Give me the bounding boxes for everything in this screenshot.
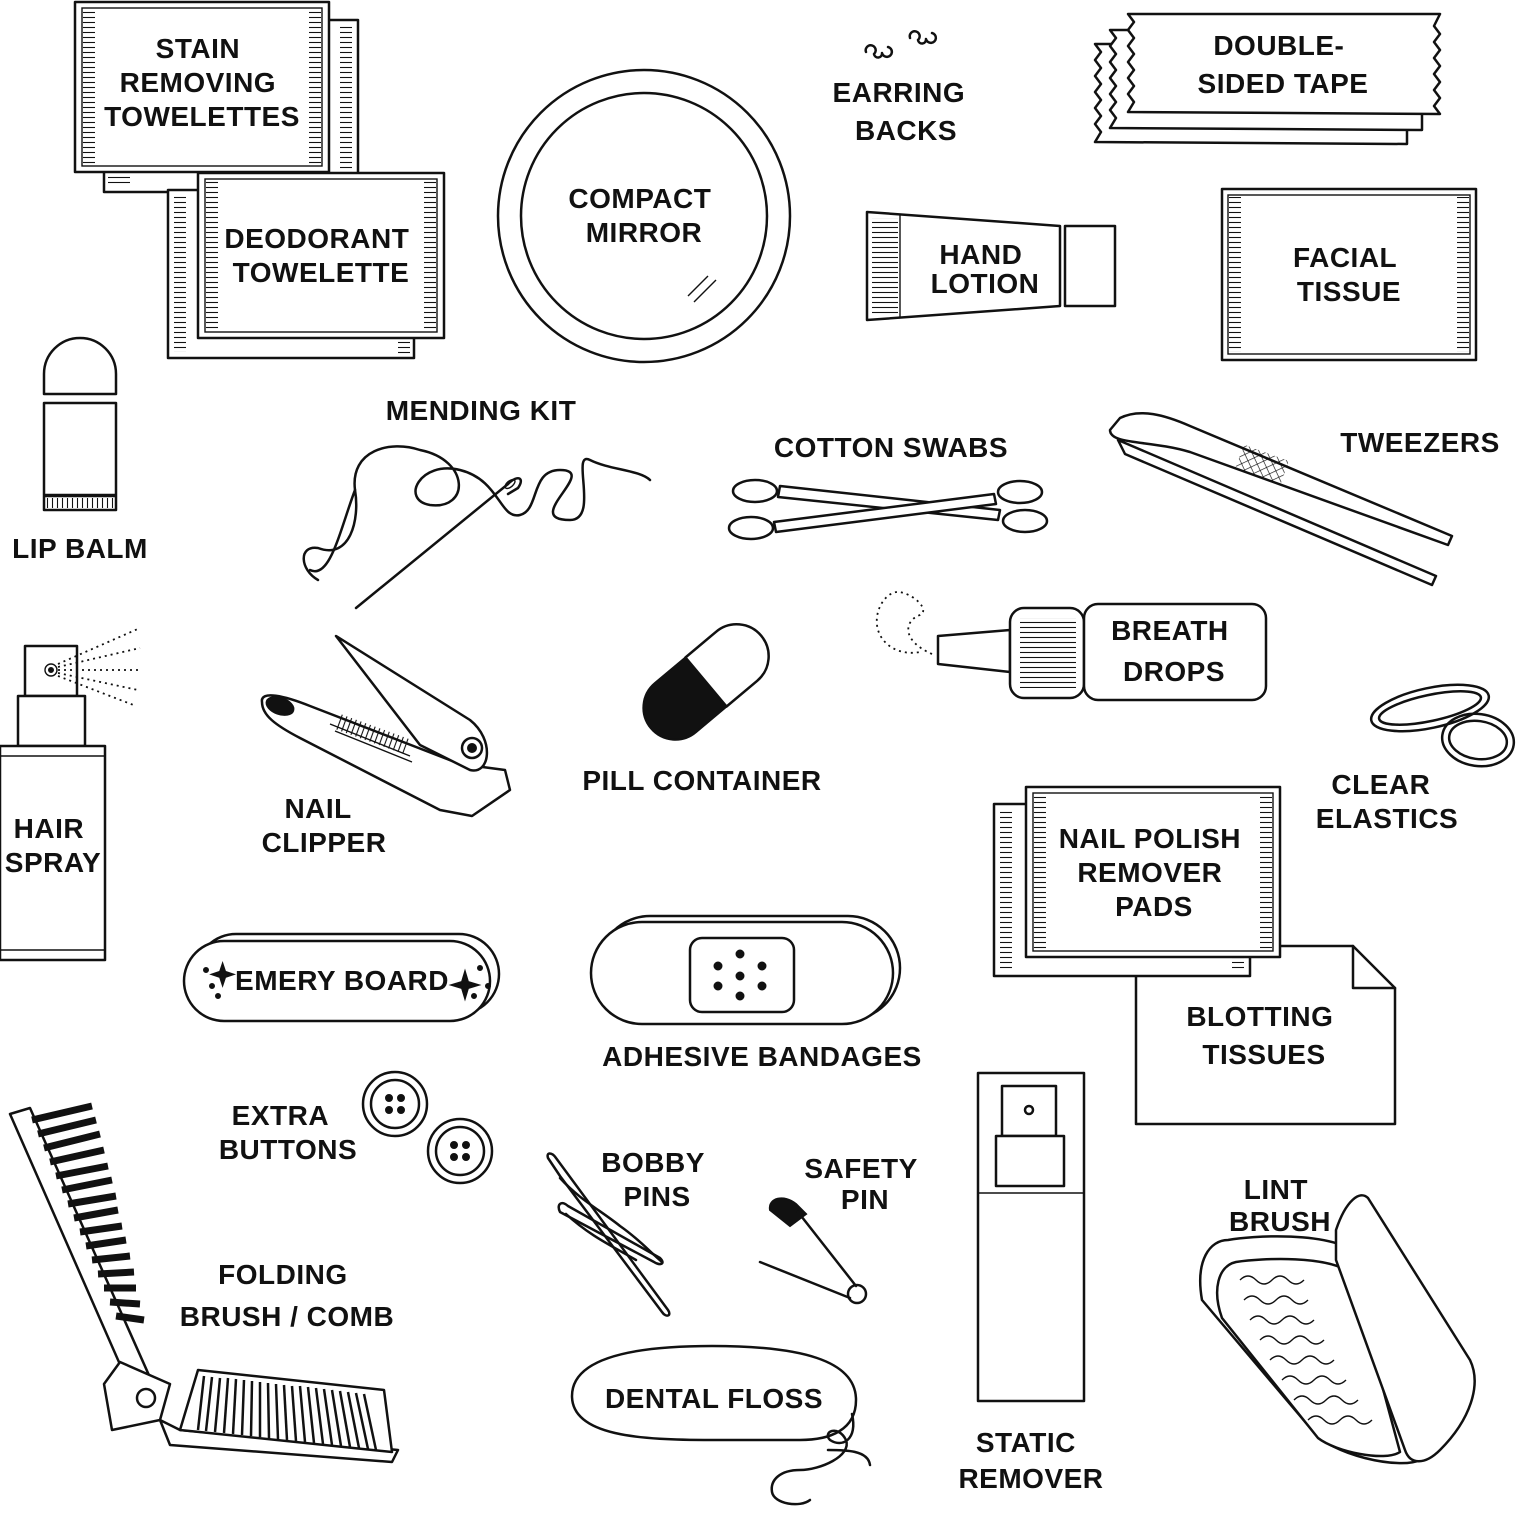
nail-polish-pads-label: NAIL POLISH REMOVER PADS xyxy=(1059,823,1250,922)
bobby-pins-label: BOBBY PINS xyxy=(601,1147,712,1212)
tweezers-illustration xyxy=(1108,411,1454,587)
facial-tissue-illustration xyxy=(1220,187,1478,362)
clear-elastics-illustration xyxy=(1369,683,1516,768)
compact-mirror-illustration xyxy=(496,68,792,364)
hand-lotion-illustration xyxy=(865,210,1117,322)
lint-brush-illustration xyxy=(1199,1194,1476,1465)
cotton-swabs-label: COTTON SWABS xyxy=(774,432,1008,463)
breath-drops-illustration xyxy=(875,591,1268,702)
static-remover-label: STATIC REMOVER xyxy=(958,1427,1103,1494)
safety-pin-illustration xyxy=(758,1197,868,1305)
clear-elastics-label: CLEAR ELASTICS xyxy=(1316,769,1458,834)
stain-towelettes-label: STAIN REMOVING TOWELETTES xyxy=(104,33,300,132)
dental-floss-label: DENTAL FLOSS xyxy=(605,1383,823,1414)
hair-spray-illustration xyxy=(0,627,141,962)
pill-container-label: PILL CONTAINER xyxy=(582,765,821,796)
double-sided-tape-illustration xyxy=(1093,12,1442,146)
deodorant-towelette-label: DEODORANT TOWELETTE xyxy=(224,223,417,288)
lint-brush-label: LINT BRUSH xyxy=(1229,1174,1331,1237)
nail-polish-pads-illustration xyxy=(992,785,1282,978)
cotton-swabs-illustration xyxy=(727,478,1049,541)
emery-board-label: EMERY BOARD xyxy=(235,965,449,996)
facial-tissue-label: FACIAL TISSUE xyxy=(1293,242,1405,307)
nail-clipper-label: NAIL CLIPPER xyxy=(262,793,387,858)
earring-backs-label: EARRING BACKS xyxy=(833,77,974,146)
blotting-tissues-label: BLOTTING TISSUES xyxy=(1186,1001,1341,1070)
folding-brush-label: FOLDING BRUSH / COMB xyxy=(180,1259,394,1332)
lip-balm-illustration xyxy=(42,336,118,512)
bobby-pins-illustration xyxy=(546,1152,671,1317)
dental-floss-illustration xyxy=(570,1344,872,1506)
mending-kit-label: MENDING KIT xyxy=(386,395,577,426)
hand-lotion-label: HAND LOTION xyxy=(931,239,1040,299)
lip-balm-label: LIP BALM xyxy=(12,533,148,564)
adhesive-bandages-label: ADHESIVE BANDAGES xyxy=(602,1041,922,1072)
mending-kit-illustration xyxy=(302,445,652,610)
folding-brush-illustration xyxy=(8,1102,400,1464)
safety-pin-label: SAFETY PIN xyxy=(804,1153,925,1215)
static-remover-illustration xyxy=(976,1071,1086,1403)
deodorant-towelette-illustration xyxy=(166,171,446,360)
stain-towelettes-illustration xyxy=(73,0,360,194)
nail-clipper-illustration xyxy=(260,634,512,818)
extra-buttons-illustration xyxy=(361,1070,494,1185)
pill-container-illustration xyxy=(642,623,770,741)
blotting-tissues-illustration xyxy=(1134,944,1397,1126)
double-sided-tape-label: DOUBLE- SIDED TAPE xyxy=(1198,30,1369,99)
tweezers-label: TWEEZERS xyxy=(1340,427,1500,458)
emery-board-illustration xyxy=(182,932,501,1023)
breath-drops-label: BREATH DROPS xyxy=(1111,615,1237,687)
earring-backs-illustration xyxy=(864,30,938,59)
adhesive-bandages-illustration xyxy=(589,914,902,1026)
extra-buttons-label: EXTRA BUTTONS xyxy=(219,1100,357,1165)
compact-mirror-label: COMPACT MIRROR xyxy=(568,183,719,248)
hair-spray-label: HAIR SPRAY xyxy=(5,813,101,878)
